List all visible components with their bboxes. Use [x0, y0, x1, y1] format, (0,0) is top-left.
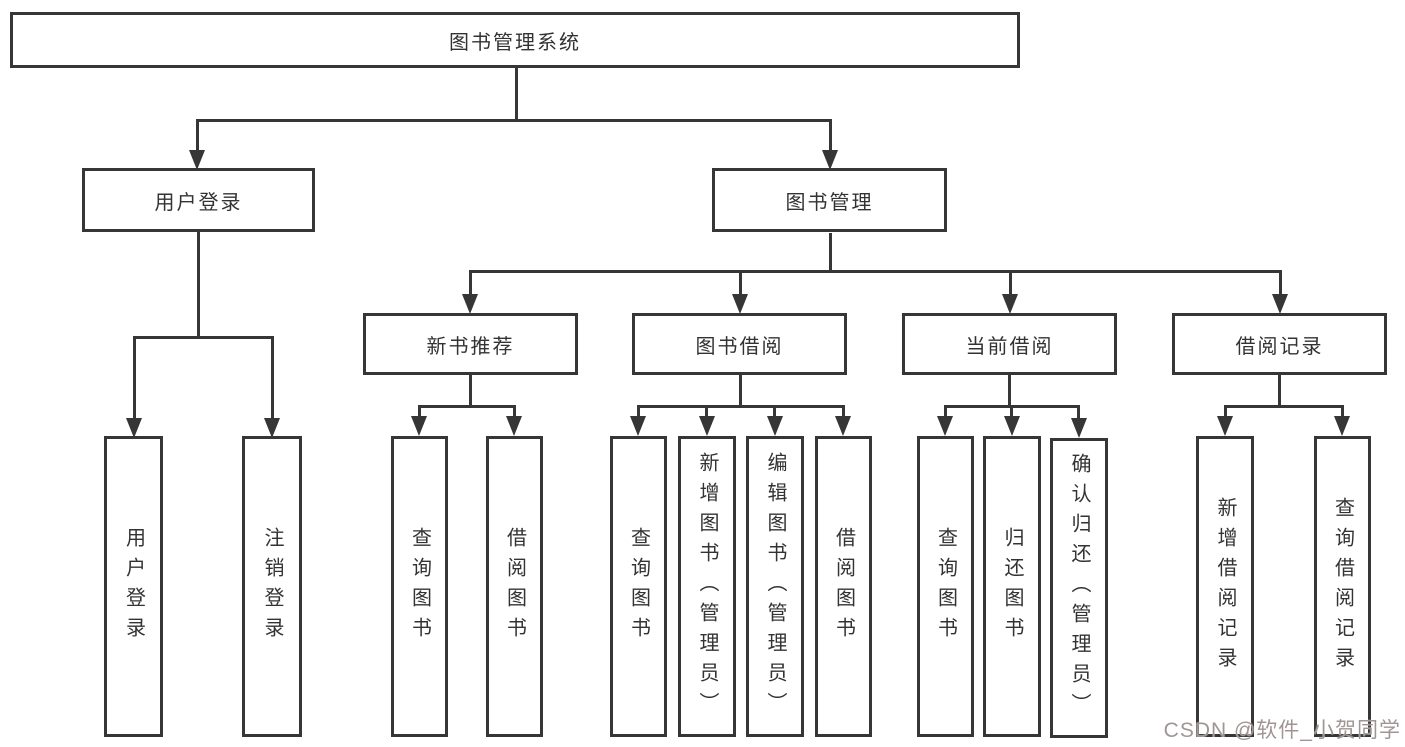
node-user-login: 用户登录 [82, 168, 315, 232]
arrow-down-icon [732, 294, 748, 314]
node-book-borrow: 图书借阅 [632, 313, 847, 375]
leaf-label: 借阅图书 [503, 526, 526, 647]
connector-shaft [1077, 405, 1080, 419]
node-label: 用户登录 [154, 191, 243, 214]
connector-shaft [773, 405, 776, 419]
connector-recommend-stub [469, 375, 472, 406]
node-label: 图书管理 [785, 191, 874, 214]
connector-recommend-shaft [469, 270, 472, 296]
node-borrow-records: 借阅记录 [1172, 313, 1387, 375]
connector-book-stub [829, 233, 832, 271]
arrow-down-icon [462, 294, 478, 314]
connector-root-stub [515, 68, 518, 120]
arrow-down-icon [1217, 416, 1233, 436]
arrow-down-icon [1071, 418, 1087, 438]
node-label: 新书推荐 [426, 335, 515, 358]
connector-current-stub [1008, 375, 1011, 406]
leaf-current-confirm-return-admin: 确认归还（管理员） [1050, 438, 1108, 738]
connector-current-shaft [1009, 270, 1012, 296]
arrow-down-icon [264, 418, 280, 438]
arrow-down-icon [937, 416, 953, 436]
connector-borrow-bar [638, 405, 844, 408]
leaf-label: 用户登录 [122, 526, 145, 647]
leaf-borrow-edit-books-admin: 编辑图书（管理员） [746, 436, 804, 737]
node-label: 图书管理系统 [449, 31, 581, 54]
connector-user-stub [197, 232, 200, 337]
arrow-down-icon [630, 416, 646, 436]
connector-shaft [513, 405, 516, 419]
arrow-down-icon [767, 416, 783, 436]
leaf-label: 新增借阅记录 [1214, 496, 1236, 677]
leaf-label: 归还图书 [1001, 526, 1023, 647]
connector-shaft [1341, 405, 1344, 419]
connector-records-shaft [1279, 270, 1282, 296]
connector-shaft [944, 405, 947, 419]
node-root: 图书管理系统 [10, 12, 1020, 68]
arrow-down-icon [126, 418, 142, 438]
connector-records-stub [1278, 375, 1281, 406]
connector-user-bar [134, 336, 273, 339]
node-label: 借阅记录 [1235, 335, 1324, 358]
connector-shaft [418, 405, 421, 419]
connector-borrow-stub [739, 375, 742, 406]
leaf-user-login: 用户登录 [104, 436, 163, 737]
leaf-logout: 注销登录 [242, 436, 302, 737]
arrow-down-icon [1272, 294, 1288, 314]
leaf-label: 确认归还（管理员） [1068, 453, 1090, 723]
connector-user-leaf2-shaft [271, 336, 274, 420]
arrow-down-icon [411, 416, 427, 436]
arrow-down-icon [835, 416, 851, 436]
node-label: 图书借阅 [695, 335, 784, 358]
connector-shaft [842, 405, 845, 419]
connector-user-shaft [196, 119, 199, 152]
arrow-down-icon [822, 150, 838, 170]
connector-shaft [637, 405, 640, 419]
leaf-recommend-borrow-books: 借阅图书 [486, 436, 543, 737]
connector-book-shaft [829, 119, 832, 152]
leaf-label: 查询图书 [408, 526, 431, 647]
leaf-current-return-books: 归还图书 [983, 436, 1041, 737]
arrow-down-icon [699, 416, 715, 436]
leaf-label: 查询图书 [934, 526, 957, 647]
arrow-down-icon [189, 150, 205, 170]
connector-borrow-shaft [739, 270, 742, 296]
leaf-label: 注销登录 [261, 526, 283, 647]
node-label: 当前借阅 [965, 335, 1054, 358]
leaf-borrow-add-books-admin: 新增图书（管理员） [678, 436, 736, 737]
leaf-label: 查询图书 [627, 526, 650, 647]
connector-level3-bar [469, 270, 1281, 273]
node-new-book-recommend: 新书推荐 [363, 313, 578, 375]
connector-records-bar [1225, 405, 1343, 408]
node-book-management: 图书管理 [712, 168, 947, 232]
leaf-label: 查询借阅记录 [1331, 496, 1354, 677]
leaf-recommend-query-books: 查询图书 [391, 436, 448, 737]
connector-shaft [705, 405, 708, 419]
leaf-label: 新增图书（管理员） [696, 451, 718, 722]
connector-shaft [1010, 405, 1013, 419]
leaf-current-query-books: 查询图书 [917, 436, 974, 737]
connector-level2-bar [197, 119, 831, 122]
node-current-borrow: 当前借阅 [902, 313, 1117, 375]
arrow-down-icon [506, 416, 522, 436]
leaf-label: 借阅图书 [832, 526, 855, 647]
leaf-borrow-borrow-books: 借阅图书 [815, 436, 872, 737]
leaf-borrow-query-books: 查询图书 [610, 436, 667, 737]
leaf-records-add-record: 新增借阅记录 [1196, 436, 1254, 737]
arrow-down-icon [1002, 294, 1018, 314]
connector-user-leaf1-shaft [133, 336, 136, 420]
leaf-records-query-record: 查询借阅记录 [1314, 436, 1371, 737]
leaf-label: 编辑图书（管理员） [764, 451, 786, 722]
connector-recommend-bar [419, 405, 515, 408]
connector-shaft [1224, 405, 1227, 419]
arrow-down-icon [1004, 416, 1020, 436]
watermark: CSDN @软件_小贺同学 [1163, 719, 1401, 742]
arrow-down-icon [1334, 416, 1350, 436]
